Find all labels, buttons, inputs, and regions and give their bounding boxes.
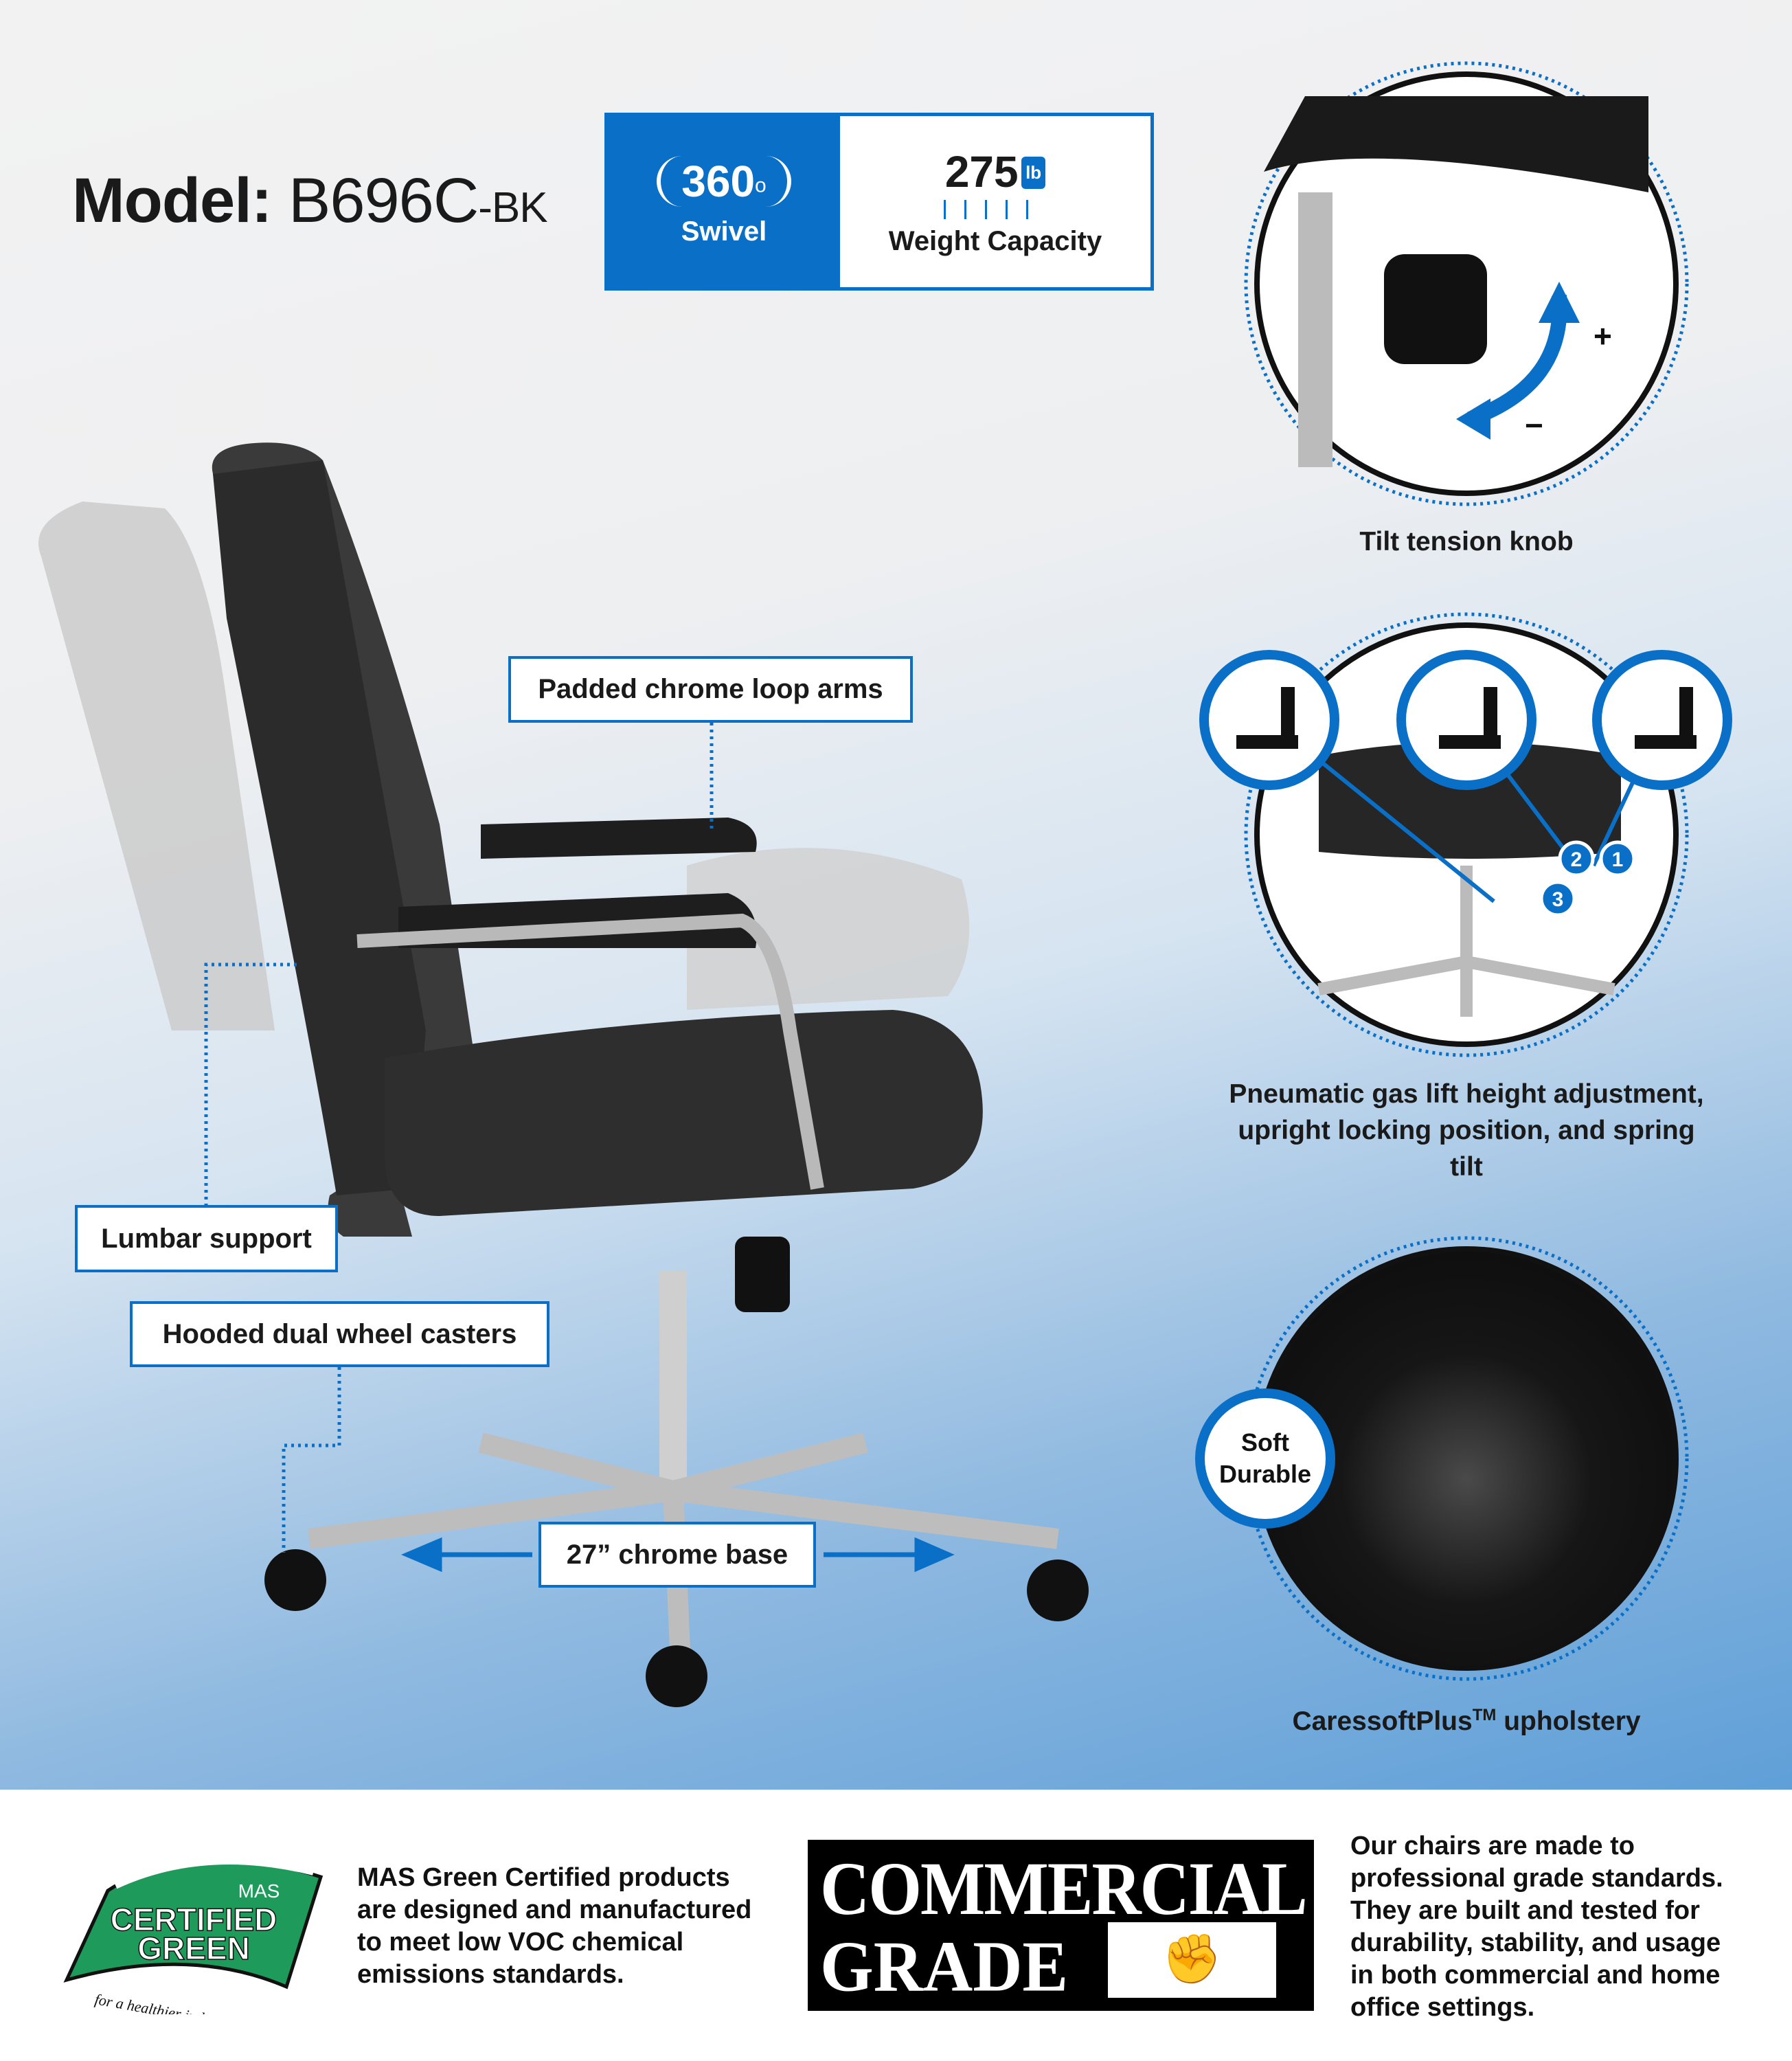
svg-text:1: 1	[1612, 848, 1624, 871]
lock-icon	[1396, 650, 1536, 790]
svg-text:GREEN: GREEN	[137, 1930, 250, 1966]
fist-wrench-icon: ✊	[1108, 1922, 1276, 1998]
svg-text:Soft: Soft	[1241, 1428, 1289, 1456]
svg-text:for a healthier indoor environ: for a healthier indoor environment	[93, 1990, 304, 2014]
svg-text:−: −	[1525, 407, 1543, 443]
callout-leaders	[204, 61, 1689, 1681]
lift-caption: Pneumatic gas lift height adjustment,upr…	[1229, 1079, 1704, 1182]
svg-text:Durable: Durable	[1219, 1460, 1311, 1488]
weight-spec: 275 lb Weight Capacity	[888, 147, 1102, 256]
svg-text:3: 3	[1552, 888, 1564, 911]
callout-arms: Padded chrome loop arms	[508, 656, 913, 723]
callout-lumbar: Lumbar support	[75, 1205, 338, 1272]
model-title: Model: B696C-BK	[72, 166, 548, 236]
weight-lines	[944, 200, 1047, 219]
spec-box: 360o Swivel 275 lb Weight Capacity	[604, 113, 1154, 291]
mas-certified-green-logo: MAS CERTIFIED GREEN for a healthier indo…	[63, 1854, 324, 2014]
svg-text:+: +	[1593, 318, 1612, 354]
chair-image	[38, 442, 1089, 1707]
callout-base: 27” chrome base	[538, 1522, 816, 1588]
commercial-grade-logo: COMMERCIAL GRADE ✊	[808, 1840, 1314, 2011]
swivel-spec: 360o Swivel	[608, 116, 840, 287]
soft-durable-badge	[1195, 1388, 1335, 1529]
weight-icon: lb	[1021, 157, 1046, 189]
recline-icon	[1199, 650, 1339, 790]
upholstery-caption: CaressoftPlusTM upholstery	[1292, 1706, 1641, 1736]
callout-casters: Hooded dual wheel casters	[130, 1301, 549, 1367]
height-icon	[1592, 650, 1732, 790]
lift-tilt-image: 1 23	[1199, 622, 1732, 1047]
swivel-label: Swivel	[681, 216, 767, 247]
svg-text:CERTIFIED: CERTIFIED	[111, 1902, 277, 1937]
rotate-icon: 360o	[657, 156, 791, 207]
svg-text:2: 2	[1571, 848, 1583, 871]
weight-label: Weight Capacity	[888, 226, 1102, 256]
tilt-caption: Tilt tension knob	[1359, 527, 1574, 556]
tilt-knob-image: + −	[1254, 71, 1679, 496]
svg-text:MAS: MAS	[238, 1880, 280, 1902]
